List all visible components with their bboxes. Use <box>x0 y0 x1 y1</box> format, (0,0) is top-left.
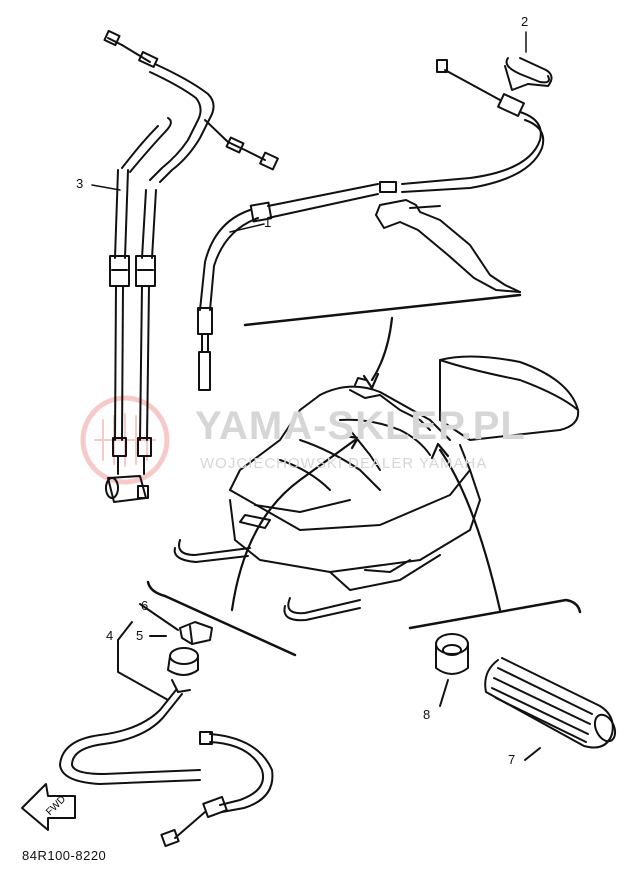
part-2-clip <box>504 57 553 91</box>
callout-7: 7 <box>508 752 516 767</box>
inset-line-right <box>408 598 582 630</box>
callout-1: 1 <box>264 215 272 230</box>
callout-6: 6 <box>141 598 149 613</box>
brake-lever <box>375 199 521 293</box>
drawing-code: 84R100-8220 <box>22 848 107 863</box>
pointer-arrows <box>230 316 502 612</box>
fwd-arrow-icon <box>21 783 76 831</box>
part-8-collar <box>435 633 469 707</box>
callout-5: 5 <box>136 628 144 643</box>
brake-cable <box>197 59 545 391</box>
watermark-title: YAMA-SKLEP.PL <box>195 404 526 448</box>
throttle-cable <box>103 29 279 503</box>
snowmobile-body <box>173 355 580 622</box>
leader-lines <box>91 31 527 233</box>
callout-3: 3 <box>76 176 84 191</box>
part-7-grip <box>484 657 617 761</box>
callout-2: 2 <box>521 14 529 29</box>
callout-8: 8 <box>423 707 431 722</box>
inset-line-left <box>146 580 297 657</box>
switch-assembly <box>59 603 274 848</box>
inset-line-upper <box>243 293 522 327</box>
watermark-subtitle: WOJCIECHOWSKI DEALER YAMAHA <box>200 455 488 472</box>
callout-4: 4 <box>106 628 114 643</box>
fwd-arrow-label: FWD <box>44 794 68 818</box>
